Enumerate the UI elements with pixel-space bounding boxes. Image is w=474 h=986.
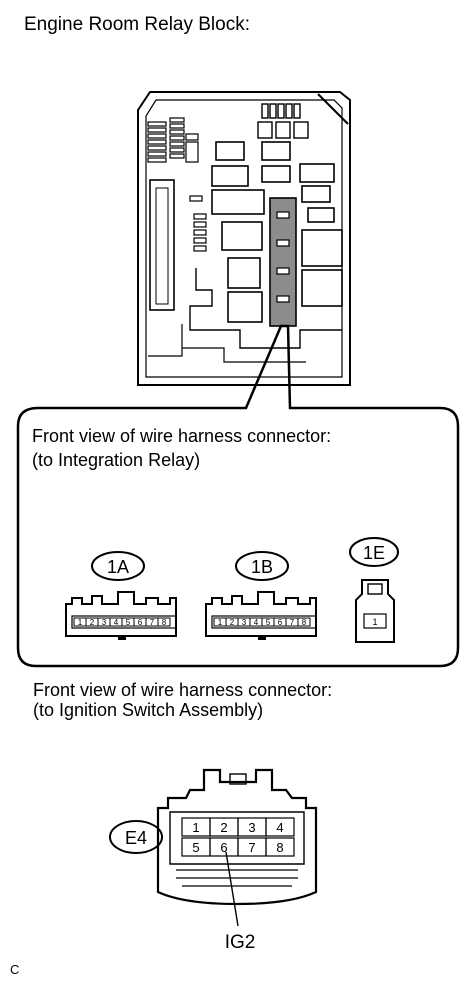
connector-1b-pin-7: 7 (290, 618, 295, 627)
integration-relay-slots (276, 211, 290, 303)
inner-contour (189, 268, 342, 349)
connector-e4-label: E4 (125, 828, 147, 848)
mini-fuse-group (147, 117, 199, 163)
connector-e4-pin-6: 6 (220, 840, 227, 855)
connector-1a-pin-8: 8 (162, 618, 167, 627)
ignition-section-subheading: (to Ignition Switch Assembly) (33, 700, 264, 720)
relay-block-outline (137, 91, 351, 386)
connector-1b-pin-8: 8 (302, 618, 307, 627)
connector-e4-pin-8: 8 (276, 840, 283, 855)
connector-1a-pin-3: 3 (102, 618, 107, 627)
ig2-terminal-label: IG2 (225, 932, 256, 953)
connector-1e-pin-1: 1 (372, 617, 377, 627)
connector-1a-label-bubble (91, 551, 145, 581)
connector-1a-label: 1A (107, 557, 129, 577)
top-fuse-group (257, 103, 309, 139)
relay-boxes (211, 141, 343, 323)
connector-1a-pin-2: 2 (90, 618, 95, 627)
page-title: Engine Room Relay Block: (24, 14, 250, 35)
integration-callout-subheading: (to Integration Relay) (32, 450, 201, 470)
connector-e4-pin-7: 7 (248, 840, 255, 855)
connector-e4 (109, 768, 318, 906)
connector-1a-pin-5: 5 (126, 618, 131, 627)
connector-1b-pin-1: 1 (218, 618, 223, 627)
connector-1a (65, 551, 177, 640)
connector-e4-pins: 1 2 3 4 5 6 7 8 (181, 817, 295, 857)
connector-1b-label-bubble (235, 551, 289, 581)
connector-e4-pin-4: 4 (276, 820, 283, 835)
connector-1a-pins: 1 2 3 4 5 6 7 8 (73, 617, 171, 627)
connector-e4-pin-5: 5 (192, 840, 199, 855)
integration-callout-heading: Front view of wire harness connector: (32, 426, 332, 446)
corner-mark: C (10, 962, 20, 977)
connector-1e (349, 537, 399, 643)
ig2-leader-line (225, 851, 239, 927)
connector-1b-pin-4: 4 (254, 618, 259, 627)
ignition-section-heading: Front view of wire harness connector: (33, 680, 333, 700)
connector-e4-label-bubble (109, 820, 163, 854)
connector-1e-label-bubble (349, 537, 399, 567)
connector-1b (205, 551, 317, 640)
relay-block-inner-outline (145, 99, 343, 378)
integration-relay-highlight (269, 197, 297, 327)
connector-1a-pin-1: 1 (78, 618, 83, 627)
small-pin-group (189, 195, 207, 252)
connector-1a-pin-7: 7 (150, 618, 155, 627)
connector-1b-pin-5: 5 (266, 618, 271, 627)
connector-1b-label: 1B (251, 557, 273, 577)
connector-1b-pin-3: 3 (242, 618, 247, 627)
connector-1a-pin-6: 6 (138, 618, 143, 627)
connector-e4-pin-3: 3 (248, 820, 255, 835)
connector-1b-pin-6: 6 (278, 618, 283, 627)
relay-block-corner-cut (317, 93, 349, 125)
long-slot (149, 179, 175, 311)
connector-1b-pins: 1 2 3 4 5 6 7 8 (213, 617, 311, 627)
connector-1e-label: 1E (363, 543, 385, 563)
callout-box (16, 324, 460, 668)
connector-e4-pin-2: 2 (220, 820, 227, 835)
connector-1b-pin-2: 2 (230, 618, 235, 627)
connector-e4-pin-1: 1 (192, 820, 199, 835)
connector-1a-pin-4: 4 (114, 618, 119, 627)
